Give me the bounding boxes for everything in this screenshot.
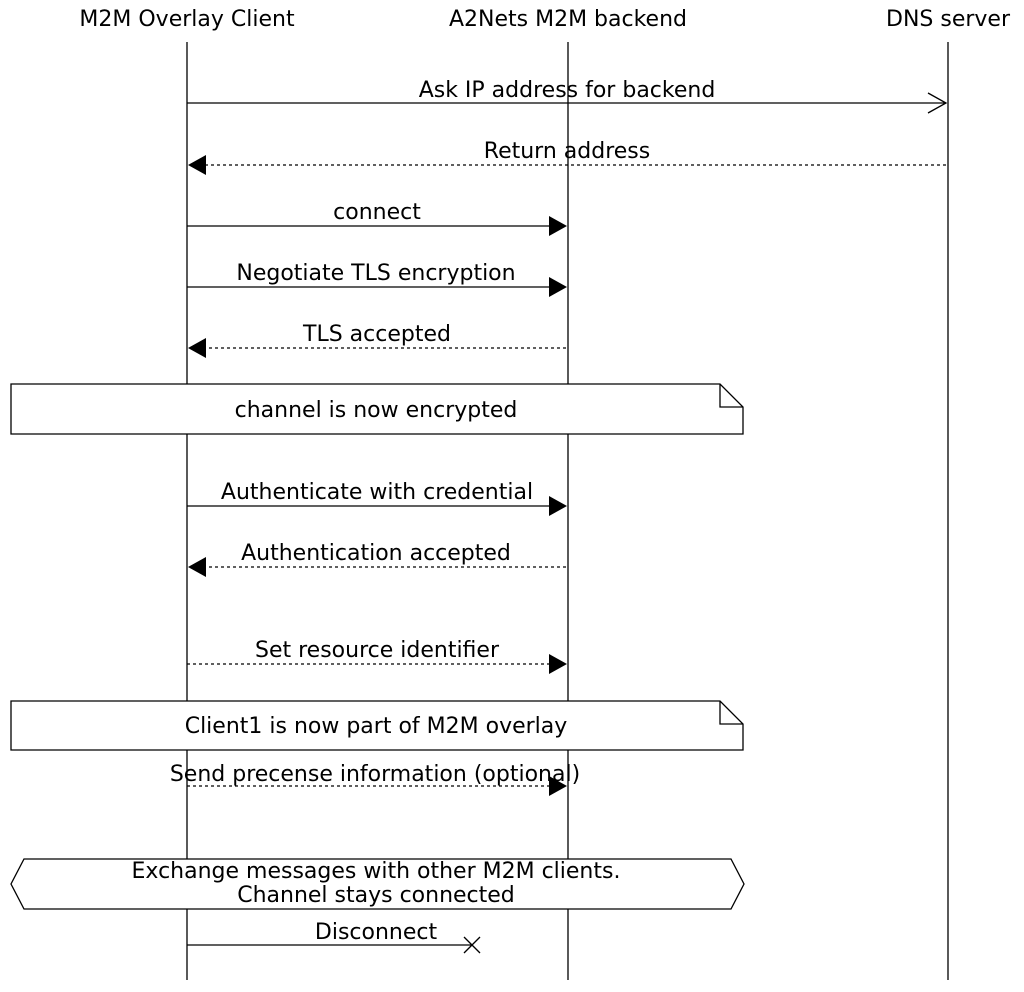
exchange-box: Exchange messages with other M2M clients… — [10, 858, 745, 910]
filled-arrowhead-icon — [549, 277, 567, 297]
message-return-address: Return address — [188, 139, 946, 175]
message-disconnect: Disconnect — [187, 920, 481, 954]
filled-arrowhead-icon — [549, 654, 567, 674]
message-tls-accepted: TLS accepted — [188, 322, 566, 358]
filled-arrowhead-icon — [549, 496, 567, 516]
message-label: Send precense information (optional) — [170, 762, 580, 787]
message-label: Negotiate TLS encryption — [236, 261, 515, 286]
note-overlay: Client1 is now part of M2M overlay — [10, 700, 744, 751]
filled-arrowhead-icon — [188, 155, 206, 175]
message-connect: connect — [187, 200, 567, 236]
message-set-resource: Set resource identifier — [187, 638, 567, 674]
exchange-box-line2: Channel stays connected — [237, 883, 515, 908]
participant-backend: A2Nets M2M backend — [449, 7, 687, 32]
message-label: Disconnect — [315, 920, 438, 945]
filled-arrowhead-icon — [188, 338, 206, 358]
filled-arrowhead-icon — [549, 216, 567, 236]
message-label: TLS accepted — [302, 322, 451, 347]
note-encrypted: channel is now encrypted — [10, 383, 744, 435]
filled-arrowhead-icon — [188, 557, 206, 577]
participant-dns: DNS server — [886, 7, 1011, 32]
message-label: Authentication accepted — [241, 541, 511, 566]
message-label: Return address — [484, 139, 650, 164]
message-send-presence: Send precense information (optional) — [170, 762, 580, 796]
open-arrowhead-icon — [927, 92, 948, 114]
cross-icon — [463, 936, 481, 954]
message-ask-ip: Ask IP address for backend — [187, 78, 948, 114]
participant-client: M2M Overlay Client — [79, 7, 295, 32]
message-label: Ask IP address for backend — [419, 78, 716, 103]
exchange-box-line1: Exchange messages with other M2M clients… — [132, 859, 621, 884]
note-text: Client1 is now part of M2M overlay — [185, 714, 568, 739]
message-label: connect — [333, 200, 421, 225]
message-auth-accepted: Authentication accepted — [188, 541, 566, 577]
note-text: channel is now encrypted — [235, 398, 518, 423]
message-label: Authenticate with credential — [221, 480, 533, 505]
filled-arrowhead-icon — [549, 776, 567, 796]
message-authenticate: Authenticate with credential — [187, 480, 567, 516]
message-negotiate-tls: Negotiate TLS encryption — [187, 261, 567, 297]
message-label: Set resource identifier — [255, 638, 500, 663]
